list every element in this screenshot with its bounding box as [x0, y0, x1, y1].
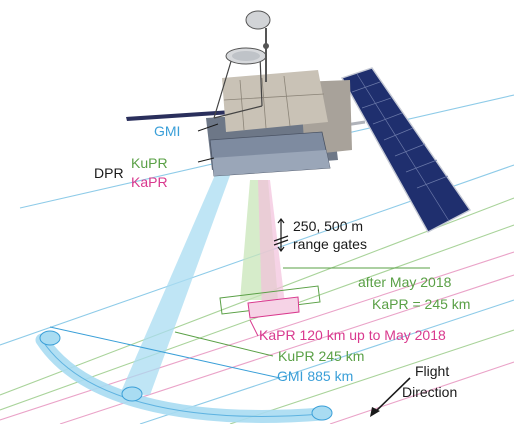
kupr-swath-strip	[219, 285, 321, 315]
track-line-pink-1	[0, 251, 514, 421]
leader-lines	[197, 123, 219, 163]
after-may-label: after May 2018	[358, 274, 452, 290]
solar-panel-right	[340, 67, 472, 233]
kupr-dim-line	[174, 331, 274, 357]
solar-panel-left	[126, 110, 232, 121]
kapr-swath-strip	[247, 296, 300, 319]
kapr-label: KaPR	[131, 174, 168, 190]
gmi-footprint-left	[39, 330, 61, 346]
gmi-label: GMI	[154, 123, 181, 139]
kupr-label: KuPR	[131, 155, 168, 171]
gmi-reflector	[213, 47, 267, 119]
range-gates-marker	[273, 218, 289, 252]
mast-antenna	[245, 10, 271, 82]
after-may-kapr-label: KaPR = 245 km	[372, 296, 471, 312]
satellite	[126, 10, 472, 233]
gmi-dim-line	[49, 326, 281, 379]
swath-dimension-lines	[49, 267, 430, 379]
kapr-dim-line	[249, 319, 259, 337]
dpr-label: DPR	[94, 165, 124, 181]
dpr-swath-strip	[219, 285, 321, 319]
gmi-swath-arc-edge	[41, 339, 323, 417]
track-line-blue-3	[139, 299, 514, 424]
gmi-swath-label: GMI 885 km	[277, 368, 354, 384]
range-gates-value: 250, 500 m	[293, 218, 364, 234]
satellite-body-top	[222, 70, 328, 132]
kapr-swath-label: KaPR 120 km up to May 2018	[259, 327, 446, 343]
gmi-footprint-center	[121, 386, 143, 402]
gmi-footprint-right	[311, 405, 333, 421]
direction-label: Direction	[402, 384, 458, 400]
track-line-green-3	[229, 329, 514, 424]
kapr-beam	[258, 180, 286, 312]
range-gates-text: range gates	[293, 236, 367, 252]
gmi-beam	[120, 168, 232, 395]
flight-direction-arrow	[370, 377, 411, 417]
kupr-swath-label: KuPR 245 km	[278, 348, 365, 364]
dpr-antenna-face	[212, 150, 330, 176]
track-line-pink-3	[329, 361, 514, 424]
flight-label: Flight	[415, 363, 450, 379]
